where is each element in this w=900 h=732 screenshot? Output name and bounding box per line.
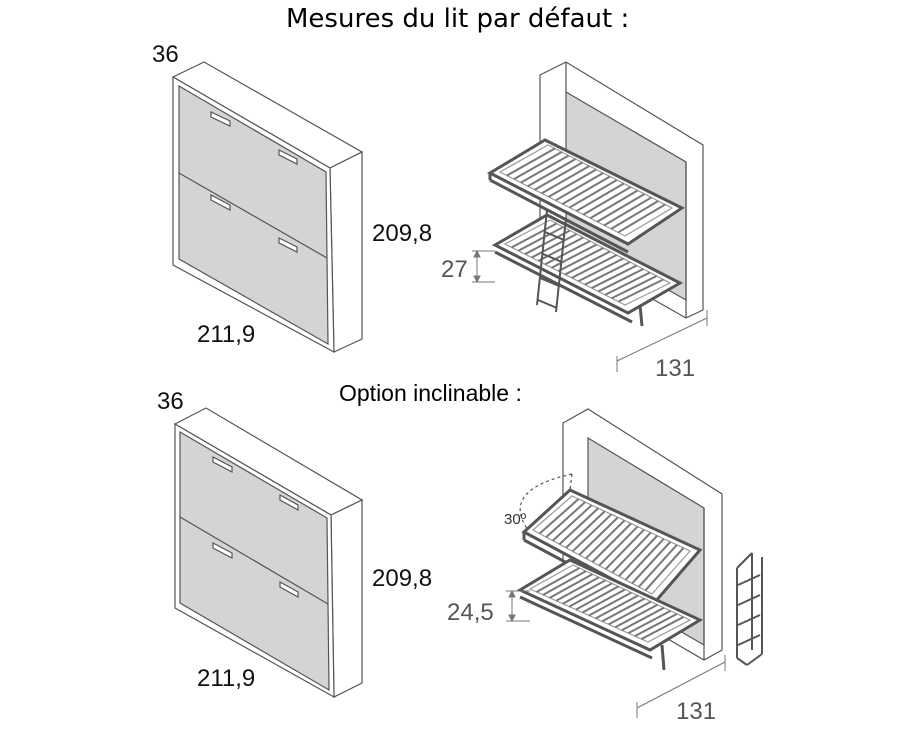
- tilting-open-depth-label: 131: [676, 698, 717, 725]
- bed-slat: [614, 603, 658, 629]
- bed-slat: [588, 591, 632, 617]
- closed-cabinet-tilting: [173, 407, 364, 699]
- bed-slat: [564, 250, 611, 276]
- ladder-icon: [536, 209, 567, 313]
- bed-slat: [589, 189, 639, 220]
- bed-slat: [591, 264, 638, 289]
- tilting-bunk-gap-label: 24,5: [447, 599, 494, 626]
- bed-slat: [548, 168, 597, 198]
- cabinet-front-panel: [178, 84, 329, 346]
- bed-slat: [555, 576, 600, 602]
- bed-slat: [536, 567, 580, 593]
- bed-slat: [608, 600, 652, 626]
- closed-cabinet-default: [171, 61, 364, 354]
- bed-slat: [513, 151, 563, 180]
- bed-slat: [568, 582, 613, 608]
- bed-slat: [571, 254, 618, 279]
- bed-slat: [511, 222, 558, 249]
- bed-slat: [558, 507, 599, 545]
- bed-slat: [598, 525, 639, 567]
- bed-slat: [638, 544, 678, 588]
- bed-slat: [506, 147, 556, 177]
- open-bunk-default: [472, 61, 708, 372]
- bed-slat: [581, 588, 626, 614]
- tilting-height-label: 209,8: [372, 565, 433, 592]
- bed-slat: [634, 613, 678, 637]
- tilting-depth-label: 36: [157, 388, 184, 415]
- bed-slat: [597, 268, 644, 293]
- bed-slat: [601, 597, 645, 623]
- bed-slat: [551, 243, 598, 269]
- bed-slat: [582, 186, 632, 216]
- bed-slat: [603, 196, 652, 227]
- open-bunk-tilting: [506, 408, 763, 718]
- bed-slat: [578, 516, 619, 556]
- bed-slat: [557, 247, 604, 273]
- bed-slat: [575, 182, 625, 212]
- bed-slat: [575, 585, 619, 611]
- bed-slat: [618, 535, 658, 577]
- bed-slat: [561, 175, 611, 205]
- bed-slat: [562, 579, 606, 605]
- bed-slat: [537, 236, 584, 262]
- bed-slat: [584, 261, 631, 286]
- bed-slat: [517, 226, 564, 252]
- default-width-label: 211,9: [197, 321, 256, 348]
- page-title: Mesures du lit par défaut :: [286, 4, 630, 34]
- bed-slat: [596, 193, 645, 223]
- bed-slat: [621, 606, 665, 632]
- bed-slat: [585, 519, 626, 560]
- bed-slat: [624, 538, 665, 581]
- bed-slat: [605, 528, 645, 570]
- bed-slat: [527, 158, 577, 188]
- bed-slat: [555, 172, 604, 202]
- bed-slat: [538, 498, 580, 535]
- bed-slat: [627, 609, 671, 635]
- bed-slat: [611, 531, 652, 574]
- bed-slat: [631, 541, 672, 585]
- bed-slat: [640, 616, 684, 640]
- bed-slat: [577, 257, 624, 283]
- bed-slat: [534, 161, 583, 191]
- handle-icon: [210, 111, 298, 253]
- bed-slat: [549, 573, 593, 599]
- bed-slat: [544, 240, 591, 266]
- bed-slat: [617, 203, 666, 234]
- bed-slat: [644, 547, 685, 592]
- bed-slat: [545, 501, 586, 538]
- bed-slat: [541, 165, 590, 195]
- bed-slat: [568, 179, 618, 209]
- default-height-label: 209,8: [372, 220, 433, 247]
- bed-slat: [520, 154, 570, 184]
- bed-slat: [610, 200, 659, 230]
- bed-slat: [595, 594, 639, 620]
- default-depth-label: 36: [152, 41, 179, 68]
- tilting-width-label: 211,9: [197, 665, 256, 692]
- default-bunk-gap-label: 27: [441, 256, 468, 283]
- bed-slat: [565, 510, 606, 549]
- handle-icon: [212, 456, 299, 599]
- detached-ladder-icon: [736, 552, 763, 666]
- bed-slat: [524, 229, 571, 256]
- bed-slat: [591, 522, 632, 563]
- bed-slat: [617, 278, 664, 303]
- default-open-depth-label: 131: [655, 355, 696, 382]
- bed-slat: [571, 513, 613, 553]
- bed-slat: [552, 504, 593, 542]
- tilting-option-title: Option inclinable :: [339, 380, 522, 406]
- bed-slat: [611, 275, 658, 300]
- bed-slat: [531, 233, 578, 259]
- bed-slat: [604, 271, 651, 296]
- bed-slat: [542, 570, 587, 596]
